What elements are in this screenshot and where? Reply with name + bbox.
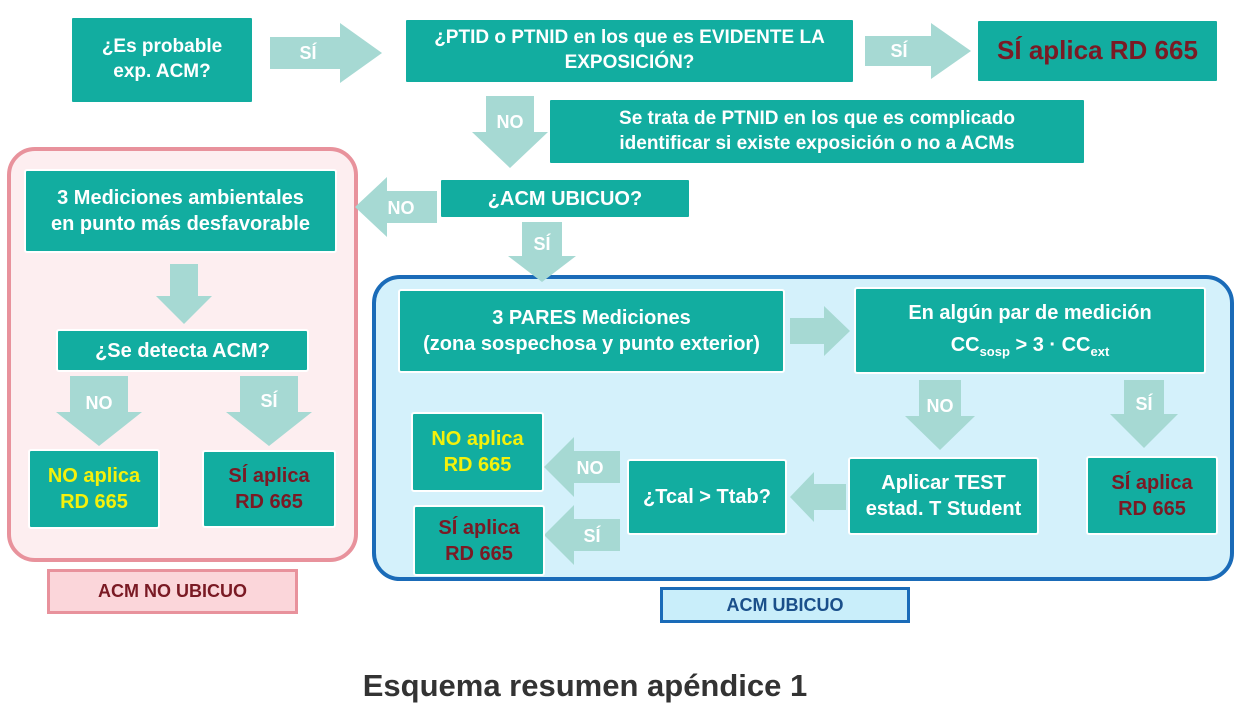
node-probable-exp: ¿Es probable exp. ACM? — [70, 16, 254, 104]
node-text: estad. T Student — [865, 498, 1022, 520]
node-no-aplica-left: NO aplica RD 665 — [28, 449, 160, 529]
node-text: RD 665 — [443, 454, 512, 476]
node-si-aplica-top: SÍ aplica RD 665 — [976, 19, 1219, 83]
arrow-si-detecta: SÍ — [226, 376, 312, 446]
arrow-label-no: NO — [927, 396, 954, 416]
node-text: en punto más desfavorable — [51, 213, 310, 235]
arrow-pares-to-algun — [790, 306, 850, 356]
arrow-label-si: SÍ — [1135, 393, 1153, 414]
node-no-aplica-mid: NO aplica RD 665 — [411, 412, 544, 492]
arrow-label-si: SÍ — [533, 233, 551, 254]
arrow-si-probable: SÍ — [270, 23, 382, 83]
node-text: RD 665 — [1118, 497, 1186, 520]
node-text: NO aplica — [431, 428, 524, 450]
arrow-no-detecta: NO — [56, 376, 142, 446]
node-text: RD 665 — [445, 542, 513, 565]
node-text: SÍ aplica — [438, 516, 520, 539]
node-ptnid-complicado: Se trata de PTNID en los que es complica… — [548, 98, 1086, 165]
arrow-no-evidente: NO — [472, 96, 548, 168]
node-text: SÍ aplica RD 665 — [997, 35, 1198, 66]
node-text: 3 Mediciones ambientales — [57, 187, 304, 209]
arrow-label-si: SÍ — [299, 42, 317, 63]
diagram-title: Esquema resumen apéndice 1 — [362, 668, 808, 703]
arrow-no-tcal: NO — [544, 437, 620, 497]
arrow-label-no: NO — [497, 112, 524, 132]
node-text: ¿Se detecta ACM? — [95, 339, 270, 362]
node-text: SÍ aplica — [228, 465, 310, 487]
arrow-si-evidente: SÍ — [865, 23, 971, 79]
node-text: RD 665 — [235, 491, 303, 513]
arrow-label-no: NO — [388, 198, 415, 218]
arrow-si-algun: SÍ — [1110, 380, 1178, 448]
node-algun-par: En algún par de medición CCsosp > 3 · CC… — [854, 287, 1206, 374]
caption-text: ACM NO UBICUO — [98, 581, 247, 601]
node-text: EXPOSICIÓN? — [564, 52, 695, 73]
inequality-text: CCsosp > 3 · CCext — [950, 334, 1110, 360]
arrow-down-mediciones — [156, 264, 212, 324]
arrow-label-si: SÍ — [583, 525, 601, 546]
node-acm-ubicuo-question: ¿ACM UBICUO? — [439, 178, 691, 219]
node-pares-mediciones: 3 PARES Mediciones (zona sospechosa y pun… — [398, 289, 785, 373]
node-ptid-evidente: ¿PTID o PTNID en los que es EVIDENTE LA E… — [404, 18, 855, 84]
node-text: Aplicar TEST — [881, 472, 1006, 494]
arrow-label-si: SÍ — [260, 390, 278, 411]
acm-no-ubicuo-label: ACM NO UBICUO — [47, 569, 298, 614]
node-si-aplica-left: SÍ aplica RD 665 — [202, 450, 336, 528]
arrow-label-si: SÍ — [890, 40, 908, 61]
node-text: ¿ACM UBICUO? — [487, 187, 643, 210]
node-si-aplica-right: SÍ aplica RD 665 — [1086, 456, 1218, 535]
arrow-label-no: NO — [577, 458, 604, 478]
node-mediciones-ambientales: 3 Mediciones ambientales en punto más des… — [24, 169, 337, 253]
node-text: NO aplica — [47, 465, 141, 487]
node-text: 3 PARES Mediciones — [492, 307, 691, 329]
node-text: Se trata de PTNID en los que es complica… — [619, 107, 1015, 129]
node-text: En algún par de medición — [908, 302, 1152, 325]
node-text: ¿Es probable — [101, 36, 223, 58]
arrow-no-algun: NO — [905, 380, 975, 450]
arrow-label-no: NO — [86, 393, 113, 413]
node-tcal-ttab: ¿Tcal > Ttab? — [627, 459, 787, 535]
caption-text: ACM UBICUO — [726, 594, 844, 615]
node-text: RD 665 — [60, 491, 128, 513]
node-text: identificar si existe exposición o no a … — [619, 132, 1015, 154]
node-si-aplica-mid: SÍ aplica RD 665 — [413, 505, 545, 576]
node-text: ¿PTID o PTNID en los que es EVIDENTE LA — [434, 27, 825, 49]
acm-ubicuo-label: ACM UBICUO — [660, 587, 910, 623]
node-text: SÍ aplica — [1111, 471, 1193, 494]
node-text: exp. ACM? — [113, 61, 211, 82]
node-se-detecta: ¿Se detecta ACM? — [56, 329, 309, 372]
node-text: (zona sospechosa y punto exterior) — [423, 333, 760, 355]
arrow-no-ubicuo: NO — [355, 177, 437, 237]
arrow-si-ubicuo: SÍ — [508, 222, 576, 282]
arrow-test-to-tcal — [790, 472, 846, 522]
node-test-student: Aplicar TEST estad. T Student — [848, 457, 1039, 535]
node-text: ¿Tcal > Ttab? — [643, 486, 771, 508]
arrow-si-tcal: SÍ — [544, 505, 620, 565]
